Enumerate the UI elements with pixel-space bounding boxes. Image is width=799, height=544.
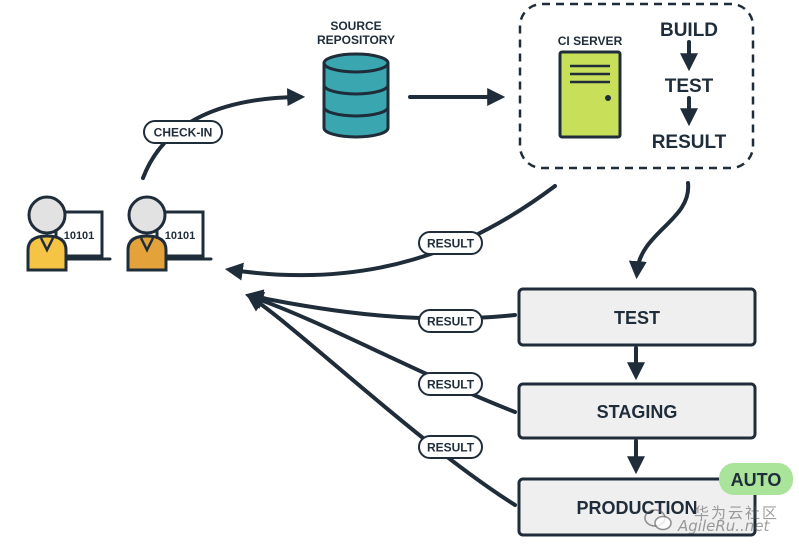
ci-to-test-flow	[628, 181, 691, 280]
ci-server-label: CI SERVER	[558, 34, 623, 48]
wechat-icon	[644, 509, 672, 531]
svg-text:STAGING: STAGING	[597, 402, 678, 422]
ci-step-result: RESULT	[652, 132, 727, 153]
source-repository-title: SOURCE	[330, 19, 381, 33]
ci-result-label: RESULT	[418, 231, 483, 255]
watermark-en: AgileRu..net	[678, 517, 770, 535]
ci-step-build: BUILD	[660, 20, 718, 41]
server-icon	[558, 50, 622, 139]
svg-text:10101: 10101	[64, 230, 95, 242]
developer-left: 10101	[26, 195, 112, 272]
svg-text:AUTO: AUTO	[731, 470, 782, 490]
stage-production: PRODUCTION	[517, 477, 757, 537]
watermark: 华为云社区 AgileRu..net	[640, 500, 790, 540]
svg-text:RESULT: RESULT	[427, 237, 475, 251]
ci-result-flow	[224, 184, 557, 281]
stage-test: TEST	[517, 287, 757, 347]
source-repository-subtitle: REPOSITORY	[317, 33, 395, 47]
check-in-flow	[141, 88, 306, 180]
developer-right: 10101	[126, 195, 213, 272]
svg-text:RESULT: RESULT	[427, 441, 475, 455]
test-result-label: RESULT	[418, 309, 483, 333]
database-icon	[322, 52, 390, 139]
watermark-cn: 华为云社区	[694, 504, 780, 522]
staging-result-flow	[245, 291, 517, 414]
svg-text:CHECK-IN: CHECK-IN	[154, 126, 213, 140]
production-result-label: RESULT	[418, 435, 483, 459]
svg-text:PRODUCTION: PRODUCTION	[577, 498, 698, 518]
production-result-flow	[246, 294, 517, 507]
staging-result-label: RESULT	[418, 372, 483, 396]
stage-staging: STAGING	[517, 382, 757, 440]
auto-badge: AUTO	[719, 463, 793, 495]
ci-step-test: TEST	[665, 76, 714, 97]
svg-text:TEST: TEST	[614, 308, 660, 328]
check-in-label: CHECK-IN	[143, 120, 223, 144]
svg-text:RESULT: RESULT	[427, 378, 475, 392]
svg-text:10101: 10101	[165, 230, 196, 242]
svg-text:RESULT: RESULT	[427, 315, 475, 329]
person-icon	[126, 195, 168, 272]
person-icon	[26, 195, 68, 272]
